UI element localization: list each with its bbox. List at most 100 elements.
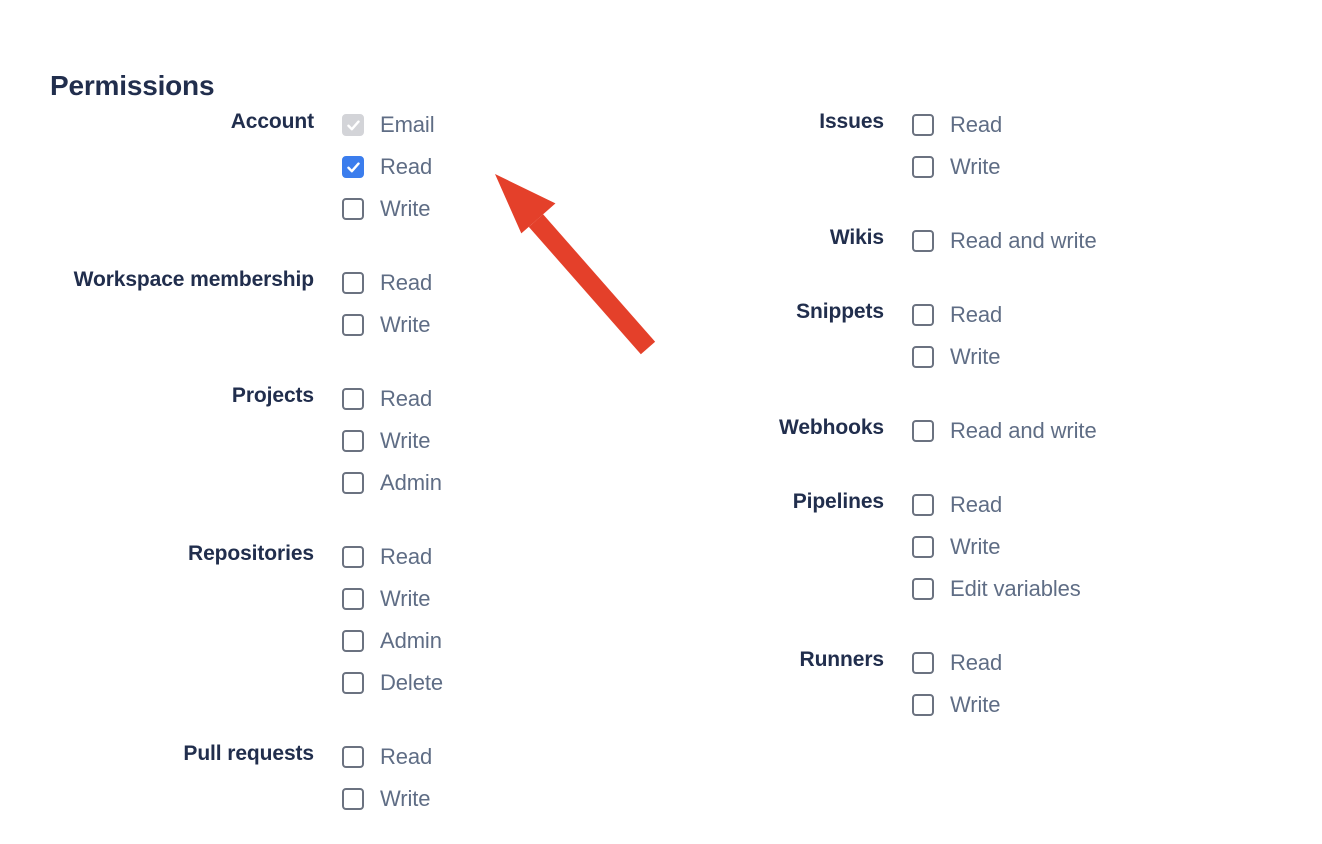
checkbox-webhooks-read-and-write[interactable] (912, 420, 934, 442)
permission-option-pull-requests-read[interactable]: Read (342, 736, 550, 778)
permission-option-webhooks-read-and-write[interactable]: Read and write (912, 410, 1180, 452)
permission-option-label: Read (380, 386, 433, 411)
permission-option-label: Read (380, 270, 433, 295)
permission-option-snippets-read[interactable]: Read (912, 294, 1180, 336)
permission-option-workspace-membership-read[interactable]: Read (342, 262, 550, 304)
permission-option-label: Edit variables (950, 576, 1081, 601)
checkbox-pull-requests-write[interactable] (342, 788, 364, 810)
checkbox-workspace-membership-write[interactable] (342, 314, 364, 336)
permission-group-label: Account (230, 110, 314, 133)
checkbox-issues-read[interactable] (912, 114, 934, 136)
permission-option-label: Admin (380, 628, 442, 653)
permission-group-label: Webhooks (779, 416, 884, 439)
permission-option-label: Read (380, 544, 433, 569)
permission-option-list: Read and write (912, 410, 1180, 452)
permission-option-pipelines-edit-variables[interactable]: Edit variables (912, 568, 1180, 610)
permission-option-label: Write (380, 196, 431, 221)
page-title: Permissions (50, 69, 215, 101)
permission-option-pipelines-write[interactable]: Write (912, 526, 1180, 568)
checkbox-account-email (342, 114, 364, 136)
permission-group-wikis: Wikis Read and write (620, 220, 1180, 262)
permission-option-issues-write[interactable]: Write (912, 146, 1180, 188)
checkbox-account-write[interactable] (342, 198, 364, 220)
permission-option-runners-read[interactable]: Read (912, 642, 1180, 684)
permission-option-projects-write[interactable]: Write (342, 420, 550, 462)
checkbox-pull-requests-read[interactable] (342, 746, 364, 768)
permission-option-repositories-write[interactable]: Write (342, 578, 550, 620)
permission-option-label: Read and write (950, 228, 1097, 253)
permission-group-label: Runners (799, 648, 885, 671)
permission-option-projects-admin[interactable]: Admin (342, 462, 550, 504)
permission-option-list: Read and write (912, 220, 1180, 262)
permission-option-label: Write (950, 344, 1001, 369)
checkbox-projects-write[interactable] (342, 430, 364, 452)
checkbox-projects-admin[interactable] (342, 472, 364, 494)
checkbox-snippets-write[interactable] (912, 346, 934, 368)
checkbox-repositories-delete[interactable] (342, 672, 364, 694)
permission-option-label: Read (950, 112, 1003, 137)
permission-option-label: Write (950, 692, 1001, 717)
permission-option-label: Read (950, 492, 1003, 517)
checkbox-wikis-read-and-write[interactable] (912, 230, 934, 252)
permission-option-pull-requests-write[interactable]: Write (342, 778, 550, 820)
checkbox-runners-write[interactable] (912, 694, 934, 716)
checkbox-workspace-membership-read[interactable] (342, 272, 364, 294)
permission-option-repositories-admin[interactable]: Admin (342, 620, 550, 662)
checkbox-repositories-read[interactable] (342, 546, 364, 568)
permission-option-projects-read[interactable]: Read (342, 378, 550, 420)
checkbox-repositories-admin[interactable] (342, 630, 364, 652)
permission-group-label: Wikis (829, 226, 884, 249)
permission-option-account-email[interactable]: Email (342, 104, 550, 146)
permission-option-label: Write (380, 428, 431, 453)
checkbox-projects-read[interactable] (342, 388, 364, 410)
checkbox-account-read[interactable] (342, 156, 364, 178)
permission-option-wikis-read-and-write[interactable]: Read and write (912, 220, 1180, 262)
permission-option-account-read[interactable]: Read (342, 146, 550, 188)
checkbox-issues-write[interactable] (912, 156, 934, 178)
permission-option-account-write[interactable]: Write (342, 188, 550, 230)
permission-option-label: Read (380, 154, 433, 179)
permission-option-label: Write (380, 786, 431, 811)
permission-option-label: Write (950, 154, 1001, 179)
permission-option-label: Write (380, 586, 431, 611)
permission-option-runners-write[interactable]: Write (912, 684, 1180, 726)
permission-option-issues-read[interactable]: Read (912, 104, 1180, 146)
checkbox-pipelines-edit-variables[interactable] (912, 578, 934, 600)
checkbox-repositories-write[interactable] (342, 588, 364, 610)
permission-option-label: Delete (380, 670, 443, 695)
checkmark-icon (346, 119, 360, 130)
permission-option-label: Write (950, 534, 1001, 559)
permission-option-workspace-membership-write[interactable]: Write (342, 304, 550, 346)
permission-group-webhooks: Webhooks Read and write (620, 410, 1180, 452)
permission-group-label: Pipelines (792, 490, 884, 513)
permission-option-snippets-write[interactable]: Write (912, 336, 1180, 378)
permission-option-pipelines-read[interactable]: Read (912, 484, 1180, 526)
permission-option-repositories-delete[interactable]: Delete (342, 662, 550, 704)
permission-option-label: Read and write (950, 418, 1097, 443)
permission-option-repositories-read[interactable]: Read (342, 536, 550, 578)
checkbox-snippets-read[interactable] (912, 304, 934, 326)
permission-option-label: Email (380, 112, 435, 137)
checkbox-pipelines-write[interactable] (912, 536, 934, 558)
permission-group-label: Pull requests (183, 742, 314, 765)
checkbox-pipelines-read[interactable] (912, 494, 934, 516)
permission-option-label: Read (950, 302, 1003, 327)
checkmark-icon (346, 161, 360, 172)
checkbox-runners-read[interactable] (912, 652, 934, 674)
